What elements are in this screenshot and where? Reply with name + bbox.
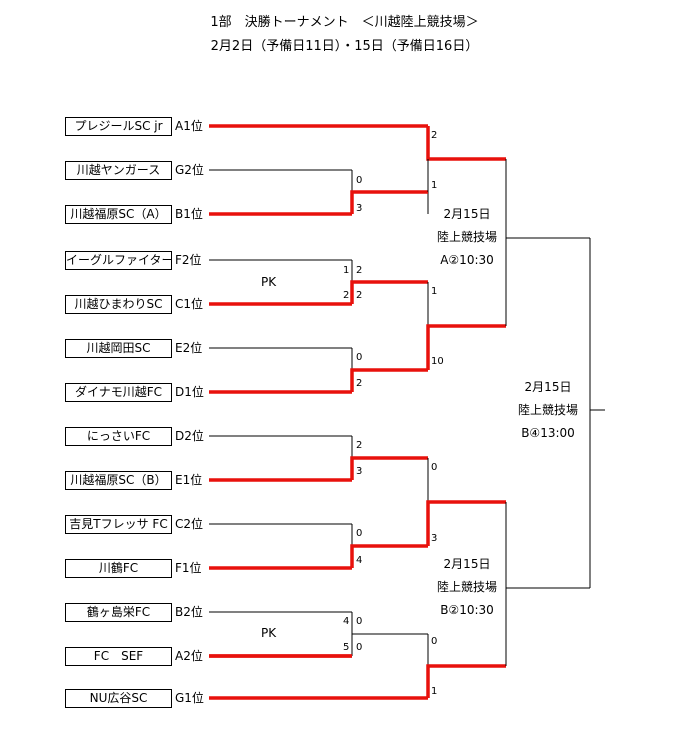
team-seed: B1位	[175, 207, 203, 221]
final-lines	[589, 238, 605, 588]
team-seed: G2位	[175, 163, 204, 177]
final-schedule: 2月15日 陸上競技場 B④13:00	[507, 376, 589, 445]
sf-top-lines	[505, 159, 590, 326]
semifinal-top-schedule: 2月15日 陸上競技場 A②10:30	[428, 203, 506, 272]
team-box: 川越ヤンガース	[65, 161, 172, 180]
score-label: 2	[356, 290, 363, 301]
score-label: 0	[356, 175, 363, 186]
r1-m4-win	[350, 456, 428, 480]
team-seed: F2位	[175, 253, 202, 267]
pk-label: PK	[261, 626, 277, 640]
score-label: 2	[356, 378, 363, 389]
sf-bottom-lines	[505, 502, 590, 666]
score-label: 3	[356, 466, 363, 477]
score-label: 10	[431, 356, 444, 367]
tournament-title: 1部 決勝トーナメント ＜川越陸上競技場＞	[210, 15, 479, 30]
score-label: 1	[431, 286, 438, 297]
team-seed: A2位	[175, 649, 203, 663]
match-time: A②10:30	[440, 253, 494, 267]
r2-m2-win	[426, 324, 506, 370]
score-label: 3	[356, 203, 363, 214]
pk-score-label: 4	[343, 616, 350, 627]
r2-m3-win	[426, 500, 506, 546]
team-seed: D2位	[175, 429, 204, 443]
match-time: B②10:30	[440, 603, 494, 617]
pk-score-label: 1	[343, 265, 350, 276]
r2-m1-win	[426, 126, 506, 161]
score-label: 0	[356, 352, 363, 363]
team-box: にっさいFC	[65, 427, 172, 446]
score-label: 2	[431, 130, 438, 141]
score-label: 2	[356, 440, 363, 451]
semifinal-bottom-schedule: 2月15日 陸上競技場 B②10:30	[428, 553, 506, 622]
r1-m2-win	[350, 280, 428, 304]
team-seed: F1位	[175, 561, 202, 575]
match-date: 2月15日	[443, 557, 491, 571]
match-venue: 陸上競技場	[436, 580, 497, 594]
match-venue: 陸上競技場	[517, 403, 578, 417]
team-seed: A1位	[175, 119, 203, 133]
score-label: 0	[356, 642, 363, 653]
team-seed: G1位	[175, 691, 204, 705]
team-box: FC SEF	[65, 647, 172, 666]
team-box: プレジールSC jr	[65, 117, 172, 136]
score-label: 0	[431, 636, 438, 647]
score-label: 0	[356, 616, 363, 627]
team-box: 鶴ヶ島栄FC	[65, 603, 172, 622]
r1-m1-win	[350, 190, 428, 214]
team-box: 川越福原SC（A）	[65, 205, 172, 224]
tournament-dates: 2月2日（予備日11日）・15日（予備日16日）	[210, 39, 479, 54]
team-box: ダイナモ川越FC	[65, 383, 172, 402]
team-seed: B2位	[175, 605, 203, 619]
team-seed: E1位	[175, 473, 203, 487]
score-label: 4	[356, 555, 363, 566]
score-label: 1	[431, 686, 438, 697]
match-venue: 陸上競技場	[436, 230, 497, 244]
team-seed: C1位	[175, 297, 204, 311]
r1-m5-win	[350, 544, 428, 568]
match-date: 2月15日	[443, 207, 491, 221]
pk-score-label: 2	[343, 290, 350, 301]
score-label: 0	[431, 462, 438, 473]
pk-score-label: 5	[343, 642, 350, 653]
score-label: 0	[356, 528, 363, 539]
score-label: 1	[431, 180, 438, 191]
team-box: NU広谷SC	[65, 689, 172, 708]
team-box: イーグルファイター	[65, 251, 172, 270]
team-seed: C2位	[175, 517, 204, 531]
match-date: 2月15日	[524, 380, 572, 394]
team-box: 川越福原SC（B）	[65, 471, 172, 490]
r1-m3-win	[350, 368, 428, 392]
team-box: 川越岡田SC	[65, 339, 172, 358]
team-box: 吉見Tフレッサ FC	[65, 515, 172, 534]
team-seed: D1位	[175, 385, 204, 399]
score-label: 2	[356, 265, 363, 276]
pk-label: PK	[261, 275, 277, 289]
team-seed: E2位	[175, 341, 203, 355]
match-time: B④13:00	[521, 426, 575, 440]
r1-m1-lines	[351, 170, 429, 214]
r2-m4-win	[426, 664, 506, 698]
r1-m6-win	[351, 633, 428, 656]
score-label: 3	[431, 533, 438, 544]
team-box: 川鶴FC	[65, 559, 172, 578]
team-box: 川越ひまわりSC	[65, 295, 172, 314]
